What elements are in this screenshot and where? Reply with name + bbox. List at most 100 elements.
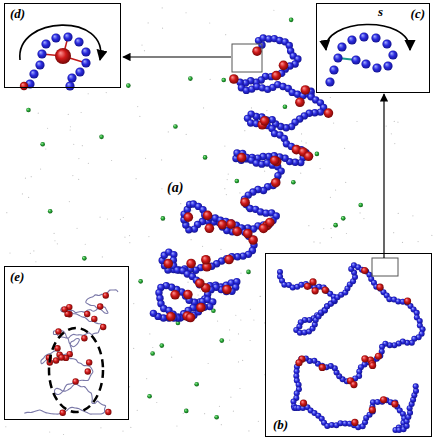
speck [208,363,209,364]
bead [81,47,90,56]
bead [81,58,90,67]
bead [203,211,213,221]
speck [240,273,241,274]
bead [99,135,104,140]
speck [168,131,169,132]
speck [394,143,395,144]
contour-label: s [377,5,384,19]
bead [173,124,178,129]
speck [102,256,103,257]
speck [209,22,210,23]
speck [9,252,10,253]
bead [53,357,59,363]
speck [22,193,23,194]
bead [85,368,91,374]
speck [204,413,205,414]
speck [200,290,201,291]
background-specks [5,7,432,435]
speck [129,386,130,387]
speck [5,426,6,427]
ion-loop-inset-drawing [20,25,101,90]
speck [70,129,71,130]
bead [126,83,131,88]
speck [391,133,392,134]
bead [74,37,83,46]
speck [111,160,112,161]
speck [330,97,331,98]
speck [57,243,58,244]
speck [238,361,239,362]
bead [333,53,342,62]
bead [67,73,76,82]
bead [270,156,280,166]
speck [335,190,336,191]
speck [70,126,71,127]
speck [244,130,245,131]
speck [162,7,163,8]
speck [260,296,261,297]
speck [250,309,251,310]
bead [20,82,28,90]
bead [375,353,382,360]
inset-panel: (e) [4,266,129,420]
bead [41,39,50,48]
speck [258,421,259,422]
speck [402,242,403,243]
zoom-arrow [123,56,231,57]
bead [289,18,294,23]
speck [238,333,239,334]
speck [393,232,394,233]
bead [29,69,38,78]
bead [372,63,381,72]
speck [183,413,184,414]
speck [63,434,64,435]
speck [28,197,29,198]
bead [361,59,370,68]
speck [412,215,413,216]
speck [229,340,230,341]
bead [51,33,60,42]
panel-label: (e) [9,270,25,284]
bead [388,50,397,59]
speck [345,182,346,183]
speck [81,112,82,113]
bead [240,197,250,207]
speck [6,212,7,213]
speck [149,333,150,334]
bead [404,297,411,304]
bead [35,60,44,69]
speck [224,188,225,189]
speck [186,134,187,135]
speck [253,319,254,320]
speck [129,242,130,243]
speck [266,110,267,111]
inset-chain [277,262,426,433]
speck [68,114,69,115]
bead [54,345,60,351]
bead [75,67,84,76]
speck [242,360,243,361]
speck [146,378,147,379]
inset-outline-chain [24,290,118,416]
bead [201,255,211,265]
speck [78,179,79,180]
bead [205,223,215,233]
bead [103,292,109,298]
bead [383,61,392,70]
bead [186,313,196,323]
bead [291,180,296,185]
speck [226,194,227,195]
speck [30,253,31,254]
panel-label: (c) [410,7,426,21]
speck [100,427,101,428]
speck [397,122,398,123]
speck [248,430,249,431]
bead [279,61,289,71]
speck [235,315,236,316]
bead [351,55,360,64]
bead [97,303,103,309]
bead [150,351,155,356]
bead [196,303,206,313]
speck [398,213,399,214]
speck [40,168,41,169]
